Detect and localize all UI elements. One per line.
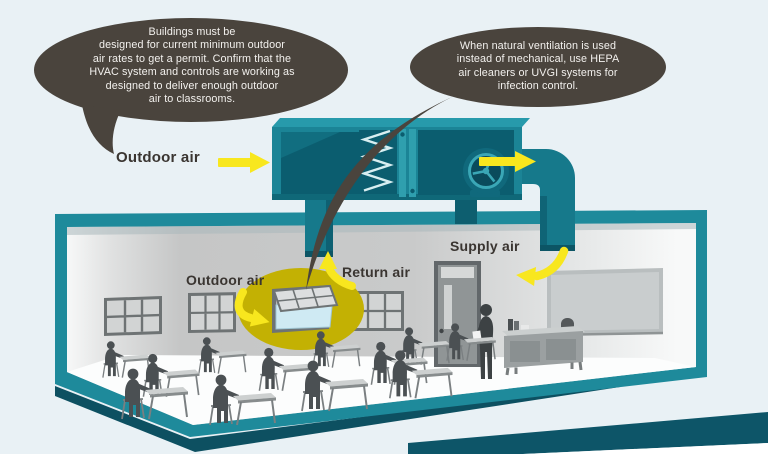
return-air-arrow-icon xyxy=(319,251,356,290)
supply-air-arrow-icon xyxy=(516,246,569,286)
outdoor-air-window-label: Outdoor air xyxy=(186,272,265,288)
callout-building-design: Buildings must be designed for current m… xyxy=(89,26,295,105)
teacher-desk xyxy=(502,318,585,376)
speech-bubble-right xyxy=(306,27,666,290)
whiteboard xyxy=(546,268,664,337)
hvac-support-leg xyxy=(455,196,477,224)
open-window xyxy=(272,284,339,333)
outdoor-air-arrow-icon xyxy=(218,152,270,173)
hvac-top-face xyxy=(272,118,530,127)
ceiling-shadow xyxy=(67,223,696,235)
outdoor-air-intake-label: Outdoor air xyxy=(116,149,200,166)
classroom xyxy=(55,210,707,437)
brand-stripe xyxy=(408,412,768,454)
air-filter-zigzag-icon xyxy=(360,129,394,192)
window-left-2 xyxy=(188,292,236,333)
window-left-1 xyxy=(104,295,162,336)
fan-outlet-arrow-icon xyxy=(479,151,536,172)
speech-bubble-left xyxy=(34,18,348,154)
return-air-label: Return air xyxy=(342,264,411,280)
door xyxy=(434,261,481,367)
supply-air-label: Supply air xyxy=(450,238,520,254)
window-airflow-arrow-icon xyxy=(234,288,270,327)
callout-natural-ventilation: When natural ventilation is used instead… xyxy=(456,40,620,93)
